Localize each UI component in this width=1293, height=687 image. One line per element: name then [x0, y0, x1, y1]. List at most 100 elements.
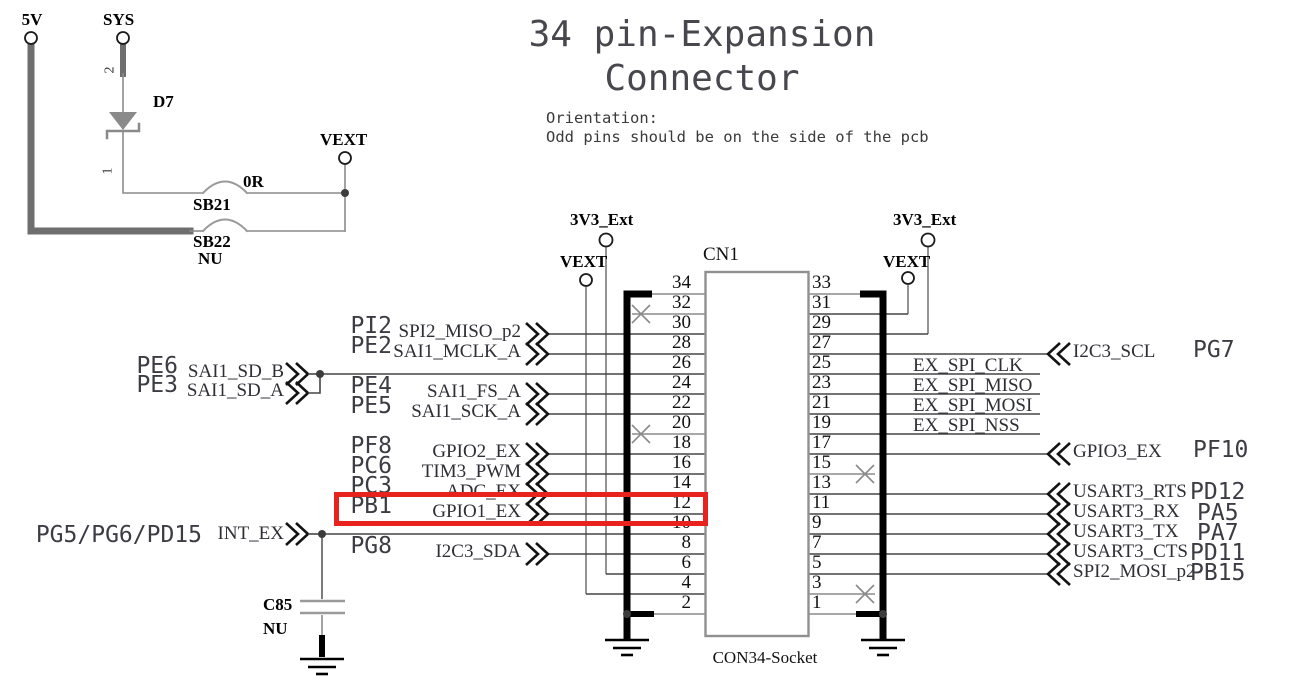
port-chevron-left [1046, 502, 1071, 526]
port-chevron-left [1046, 562, 1071, 586]
pin-number-left: 18 [672, 432, 691, 453]
net-label-left: SAI1_MCLK_A [393, 341, 521, 362]
net-label-3v3-ext-right: 3V3_Ext [893, 210, 957, 229]
solder-bridge-sb22 [201, 218, 249, 233]
pin-number-right: 3 [812, 572, 822, 593]
diode-pin2-number: 2 [102, 66, 118, 74]
net-label-far-left: SAI1_SD_B [187, 361, 284, 382]
net-label-left: SPI2_MISO_p2 [398, 321, 521, 342]
gnd-symbol-right [861, 638, 905, 657]
pin-name-left: PI2 [350, 313, 392, 339]
terminal-vext-right [901, 271, 915, 285]
net-label-left: SAI1_SCK_A [411, 401, 521, 422]
pin-number-right: 19 [812, 412, 831, 433]
solder-bridge-sb21 [201, 180, 249, 195]
no-connect-x [631, 304, 651, 324]
pin-number-left: 22 [672, 392, 691, 413]
orientation-note-line1: Orientation: [546, 109, 658, 127]
pin-name-left: PC6 [350, 453, 392, 479]
pin-number-right: 27 [812, 332, 831, 353]
net-label-right: USART3_RTS [1073, 481, 1187, 502]
pin-number-right: 1 [812, 592, 822, 613]
no-connect-x [631, 424, 651, 444]
diode-d7-symbol [109, 112, 137, 130]
pin-number-left: 26 [672, 352, 691, 373]
pin-name-left: PF8 [350, 433, 392, 459]
pin-number-left: 2 [681, 592, 692, 613]
pin-number-left: 30 [672, 312, 691, 333]
terminal-sys [116, 31, 130, 45]
pin-number-left: 14 [672, 472, 691, 493]
pin-number-right: 21 [812, 392, 831, 413]
pin-number-left: 34 [672, 272, 691, 293]
net-label-left: TIM3_PWM [421, 461, 521, 482]
value-c85: NU [263, 619, 288, 638]
pin-name-right: PB15 [1190, 560, 1246, 586]
pin-name-left: PE5 [350, 393, 392, 419]
net-label-ex-spi: EX_SPI_CLK [913, 355, 1023, 376]
terminal-vext-top [338, 151, 352, 165]
terminal-5v [24, 31, 38, 45]
pin-name-right: PA5 [1197, 500, 1239, 526]
pin-number-left: 4 [681, 572, 692, 593]
pin-number-left: 8 [681, 532, 692, 553]
terminal-3v3-ext-right [920, 232, 936, 248]
net-label-far-left: SAI1_SD_A [186, 380, 284, 401]
net-label-ex-spi: EX_SPI_MOSI [913, 395, 1033, 416]
net-label-right: GPIO3_EX [1073, 441, 1162, 462]
net-label-right: USART3_TX [1073, 521, 1179, 542]
rails [579, 232, 936, 594]
refdes-d7: D7 [153, 92, 174, 111]
pin-name-right: PA7 [1197, 520, 1239, 546]
pin-number-right: 29 [812, 312, 831, 333]
pin-number-right: 13 [812, 472, 831, 493]
gnd-symbol-left [605, 638, 649, 657]
pin-number-left: 6 [681, 552, 692, 573]
port-chevron-right [525, 442, 550, 466]
pin-name-left: PE2 [350, 333, 392, 359]
pin-number-right: 23 [812, 372, 831, 393]
pin-number-right: 31 [812, 292, 831, 313]
port-chevron-right [525, 382, 550, 406]
pin-number-left: 12 [672, 492, 691, 513]
pin-number-right: 11 [812, 492, 831, 513]
pin-number-left: 32 [672, 292, 691, 313]
pin-name-left: PE4 [350, 373, 392, 399]
net-label-right: USART3_RX [1073, 501, 1180, 522]
value-sb21: 0R [243, 172, 264, 191]
net-label-left: GPIO2_EX [432, 441, 521, 462]
net-label-left: I2C3_SDA [435, 541, 521, 562]
port-chevron-right [525, 462, 550, 486]
gnd-symbol-c85 [300, 657, 344, 676]
port-chevron-right [525, 482, 550, 506]
net-label-left: SAI1_FS_A [427, 381, 521, 402]
port-chevron-left [1046, 342, 1071, 366]
net-label-vext-right: VEXT [883, 252, 931, 271]
net-label-right: USART3_CTS [1073, 541, 1188, 562]
pin-number-right: 15 [812, 452, 831, 473]
pin-name-left: PG8 [350, 533, 392, 559]
net-label-right: SPI2_MOSI_p2 [1073, 561, 1196, 582]
pin-number-left: 28 [672, 332, 691, 353]
no-connect-x [855, 464, 875, 484]
net-label-ex-spi: EX_SPI_NSS [913, 415, 1020, 436]
pin-number-left: 10 [672, 512, 691, 533]
net-label-vext-left: VEXT [560, 252, 608, 271]
connector-body [704, 270, 810, 638]
refdes-sb22: SB22 [193, 232, 231, 251]
port-chevron-left [1046, 482, 1071, 506]
net-label-right: I2C3_SCL [1073, 341, 1156, 362]
c85-branch [300, 370, 345, 676]
port-chevron-right [525, 322, 550, 346]
no-connect-x [855, 584, 875, 604]
pin-number-left: 16 [672, 452, 691, 473]
port-chevron-right [525, 542, 550, 566]
connector-footprint-label: CON34-Socket [712, 648, 818, 667]
port-chevron-left [1046, 542, 1071, 566]
port-chevron-right [525, 502, 550, 526]
pin-number-right: 17 [812, 432, 831, 453]
terminal-vext-left [579, 273, 593, 287]
net-label-vext-top: VEXT [320, 130, 368, 149]
net-label-left: GPIO1_EX [432, 501, 521, 522]
